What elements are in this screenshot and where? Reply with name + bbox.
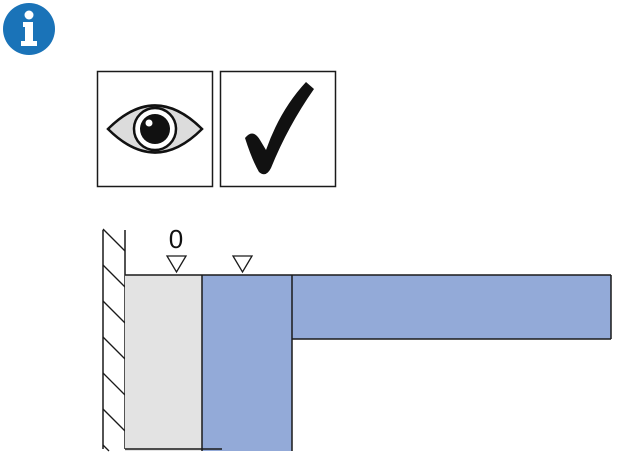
grey-layer xyxy=(125,275,202,451)
ok-symbol xyxy=(219,70,337,188)
wall-hatching xyxy=(102,228,126,452)
level-marker-zero: 0 xyxy=(165,224,188,274)
reference-label: 0 xyxy=(169,224,183,254)
level-marker xyxy=(231,255,254,274)
info-icon[interactable] xyxy=(3,3,55,55)
eye-icon xyxy=(106,104,204,154)
section-outlines xyxy=(125,274,612,451)
wall xyxy=(102,228,126,452)
blue-slab xyxy=(202,275,611,451)
checkmark-icon xyxy=(245,82,314,175)
visual-inspection-symbol xyxy=(96,70,214,188)
